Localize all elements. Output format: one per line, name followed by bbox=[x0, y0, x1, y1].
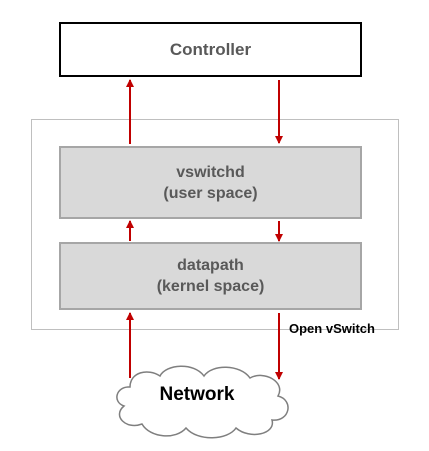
datapath-box: datapath (kernel space) bbox=[59, 242, 362, 310]
vswitchd-box: vswitchd (user space) bbox=[59, 146, 362, 219]
network-cloud bbox=[116, 365, 289, 439]
vswitchd-subtitle: (user space) bbox=[163, 184, 258, 202]
datapath-subtitle: (kernel space) bbox=[156, 278, 265, 295]
vswitchd-title: vswitchd bbox=[176, 163, 245, 181]
controller-box: Controller bbox=[59, 22, 362, 77]
controller-label: Controller bbox=[169, 39, 252, 59]
network-label: Network bbox=[159, 384, 235, 405]
open-vswitch-label: Open vSwitch bbox=[289, 321, 375, 336]
datapath-title: datapath bbox=[177, 257, 244, 274]
